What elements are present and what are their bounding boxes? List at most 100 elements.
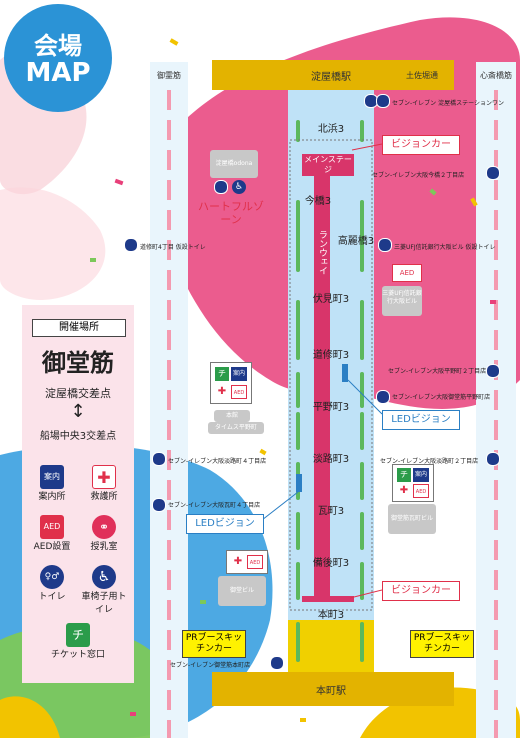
- toilet-icon: [376, 390, 390, 404]
- legend-info-label: 案内所: [38, 492, 66, 502]
- toilet-icon: ♀♂: [40, 565, 64, 589]
- times-building: タイムス平野町: [208, 422, 264, 434]
- crossing-doshomachi: 道修町3: [312, 350, 350, 361]
- toilet-icon: [378, 238, 392, 252]
- crossing-awajimachi: 淡路町3: [312, 454, 350, 465]
- station-south: 本町駅: [316, 686, 346, 697]
- vision-car-top: ビジョンカー: [382, 135, 460, 155]
- first-aid-icon: ✚: [215, 385, 229, 399]
- legend-from: 淀屋橋交差点: [45, 387, 111, 400]
- station-north: 淀屋橋駅: [311, 72, 351, 83]
- toilet-icon: [152, 498, 166, 512]
- aed-icon: AED: [247, 555, 263, 569]
- north-road: [212, 60, 454, 90]
- crossing-hiranomachi: 平野町3: [312, 402, 350, 413]
- info-point-east: チ 案内 ✚ AED: [392, 464, 434, 502]
- label-seven-awajimachi2: セブン-イレブン大阪淡路町２丁目店: [380, 458, 479, 465]
- heartful-zone-label: ハートフルゾーン: [198, 200, 264, 226]
- yellow-blob-2: [0, 696, 60, 738]
- pr-booth-right: PRブースキッチンカー: [410, 630, 474, 658]
- label-seven-station-one: セブン-イレブン 淀屋橋ステーションワン: [392, 100, 504, 107]
- main-stage-label: メインステージ: [304, 155, 352, 174]
- aid-point-south: ✚ AED: [226, 550, 268, 574]
- south-road: [212, 672, 454, 706]
- pr-zone: [288, 620, 374, 672]
- label-seven-kawaramachi: セブン-イレブン大阪瓦町４丁目店: [168, 502, 261, 509]
- legend-aed: AED AED設置: [26, 515, 78, 552]
- title-line2: MAP: [25, 58, 91, 88]
- legend-first-aid-label: 救護所: [90, 492, 118, 502]
- odona-building: 淀屋橋odona: [210, 150, 258, 178]
- legend-aed-label: AED設置: [33, 542, 71, 552]
- main-stage: [302, 154, 354, 176]
- toilet-icon: [486, 452, 500, 466]
- label-seven-goryosuji: セブン-イレブン大阪御堂筋平野町店: [392, 394, 491, 401]
- label-seven-hiranomachi2: セブン-イレブン大阪平野町２丁目店: [388, 368, 487, 375]
- toilet-icon: [270, 656, 284, 670]
- legend-wheelchair-toilet: ♿ 車椅子用トイレ: [78, 565, 130, 615]
- mido-building: 御堂ビル: [218, 576, 266, 606]
- label-seven-imabashi: セブン-イレブン大阪今橋２丁目店: [372, 172, 465, 179]
- toilet-icon: [152, 452, 166, 466]
- legend-nursing: ⚭ 授乳室: [78, 515, 130, 552]
- ticket-icon: チ: [66, 623, 90, 647]
- first-aid-icon: ✚: [233, 556, 243, 567]
- toilet-icon: [214, 180, 228, 194]
- crossing-kawaramachi: 瓦町3: [317, 506, 345, 517]
- toilet-icon: [376, 94, 390, 108]
- road-label-right: 心斎橋筋: [480, 71, 512, 80]
- led-vision-left: LEDビジョン: [186, 514, 264, 534]
- legend-header: 開催場所: [32, 319, 126, 337]
- legend-to: 船場中央3交差点: [39, 431, 117, 442]
- crossing-bingomachi: 備後町3: [312, 558, 350, 569]
- label-mufg-toilet: 三菱UFJ信託銀行大阪ビル 仮設トイレ: [394, 244, 496, 251]
- honten-building: 本館: [214, 410, 250, 422]
- legend-panel: 開催場所 御堂筋 淀屋橋交差点 ↕ 船場中央3交差点 案内 案内所 ✚ 救護所 …: [22, 305, 134, 683]
- aed-icon: AED: [413, 484, 429, 498]
- sumitomo-building: 御堂筋瓦町ビル: [388, 504, 436, 534]
- led-vision-left-marker: [296, 474, 302, 492]
- first-aid-icon: ✚: [92, 465, 116, 489]
- aed-icon: AED: [392, 264, 422, 282]
- legend-first-aid: ✚ 救護所: [78, 465, 130, 502]
- road-label-left: 御霊筋: [157, 71, 181, 80]
- leader-vision-bottom: [349, 589, 383, 599]
- toilet-icon: [486, 166, 500, 180]
- nursing-room-icon: ⚭: [92, 515, 116, 539]
- pink-soft-blob-2: [0, 187, 106, 300]
- info-icon: 案内: [231, 367, 247, 381]
- label-seven-honmachi: セブン-イレブン御堂筋本町店: [170, 662, 251, 669]
- legend-info: 案内 案内所: [26, 465, 78, 502]
- legend-toilet-label: トイレ: [38, 592, 66, 602]
- legend-title: 御堂筋: [42, 349, 114, 377]
- crossing-imabashi: 今橋3: [304, 196, 332, 207]
- pr-booth-left: PRブースキッチンカー: [182, 630, 246, 658]
- label-seven-awajimachi4: セブン-イレブン大阪淡路町４丁目店: [168, 458, 267, 465]
- map-title-badge: 会場 MAP: [4, 4, 112, 112]
- runway-label: ランウェイ: [317, 229, 327, 275]
- ticket-icon: チ: [397, 468, 411, 482]
- event-zone-outline: [289, 139, 373, 611]
- mufg-building: 三菱UFJ信託銀行大阪ビル: [382, 286, 422, 316]
- tree-lines: [296, 120, 364, 662]
- crossing-honmachi: 本町3: [317, 610, 345, 621]
- leader-vision-top: [351, 143, 383, 151]
- title-line1: 会場: [34, 32, 82, 60]
- info-icon: 案内: [40, 465, 64, 489]
- crossing-fushimimachi: 伏見町3: [312, 294, 350, 305]
- aed-icon: AED: [231, 385, 247, 399]
- legend-wheelchair-toilet-label: 車椅子用トイレ: [81, 592, 127, 615]
- road-label-north-right: 土佐堀通: [406, 71, 438, 80]
- led-vision-right-marker: [342, 364, 348, 382]
- vision-car-bottom: ビジョンカー: [382, 581, 460, 601]
- info-point-honten: チ 案内 ✚ AED: [210, 362, 252, 404]
- info-icon: 案内: [413, 468, 429, 482]
- runway: [314, 158, 330, 596]
- legend-arrow: ↕: [70, 401, 86, 422]
- toilet-icon: [486, 364, 500, 378]
- aed-icon: AED: [40, 515, 64, 539]
- wheelchair-toilet-icon: ♿: [92, 565, 116, 589]
- toilet-icon: [124, 238, 138, 252]
- leader-led-right: [347, 379, 383, 415]
- label-doshomachi-toilet: 道修町4丁目 仮設トイレ: [140, 244, 206, 251]
